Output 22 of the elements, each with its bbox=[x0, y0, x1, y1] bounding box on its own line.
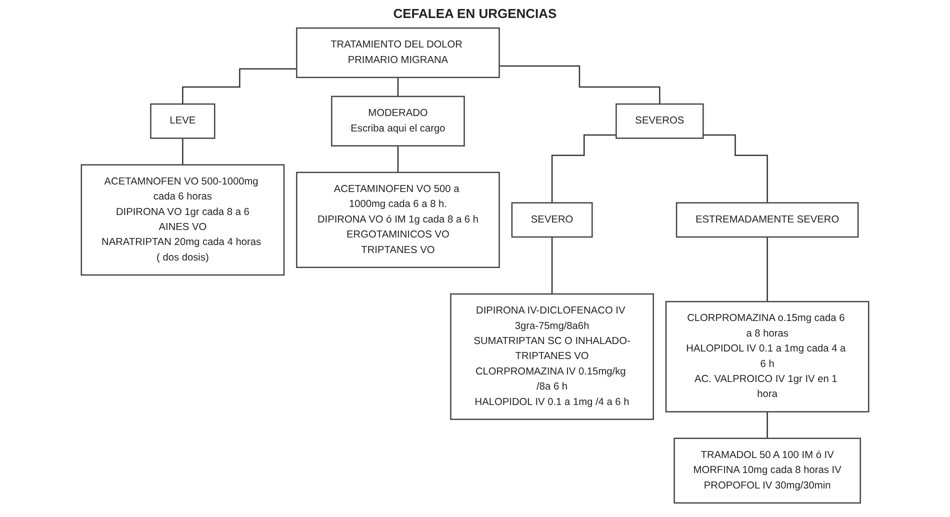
connector bbox=[551, 236, 553, 295]
connector bbox=[551, 134, 616, 204]
node-box: LEVE bbox=[150, 103, 216, 139]
node-box: TRATAMIENTO DEL DOLOR PRIMARIO MIGRANA bbox=[296, 27, 500, 78]
connector bbox=[703, 134, 768, 204]
node-box: ACETAMNOFEN VO 500-1000mg cada 6 horas DIPIRONA VO 1gr cada 8 a 6 AINES VO NARATRIPTAN 20mg cada 4 horas ( dos dosis) bbox=[80, 164, 285, 276]
connector bbox=[182, 138, 184, 166]
connector bbox=[766, 411, 768, 439]
diagram-title: CEFALEA EN URGENCIAS bbox=[392, 6, 558, 21]
node-box: SEVERO bbox=[511, 202, 593, 238]
connector bbox=[397, 145, 399, 174]
node-box: SEVEROS bbox=[616, 103, 704, 139]
connector bbox=[766, 236, 768, 302]
connector bbox=[499, 65, 660, 105]
node-box: TRAMADOL 50 A 100 IM ó IV MORFINA 10mg cada 8 horas IV PROPOFOL IV 30mg/30min bbox=[674, 438, 861, 504]
node-box: DIPIRONA IV-DICLOFENACO IV 3gra-75mg/8a6h SUMATRIPTAN SC O INHALADO-TRIPTANES VO CLORPROMAZINA IV 0.15mg/kg /8a 6 h HALOPIDOL IV 0.1 a 1mg /4 a 6 h bbox=[450, 293, 654, 420]
connector bbox=[397, 76, 399, 98]
node-box: ESTREMADAMENTE SEVERO bbox=[676, 202, 859, 238]
connector bbox=[182, 68, 297, 105]
node-box: CLORPROMAZINA o.15mg cada 6 a 8 horas HALOPIDOL IV 0.1 a 1mg cada 4 a 6 h AC. VALPROICO IV 1gr IV en 1 hora bbox=[665, 300, 870, 412]
node-box: MODERADO Escriba aqui el cargo bbox=[331, 96, 465, 146]
node-box: ACETAMINOFEN VO 500 a 1000mg cada 6 a 8 h. DIPIRONA VO ó IM 1g cada 8 a 6 h ERGOTAMINICOS VO TRIPTANES VO bbox=[296, 172, 500, 268]
